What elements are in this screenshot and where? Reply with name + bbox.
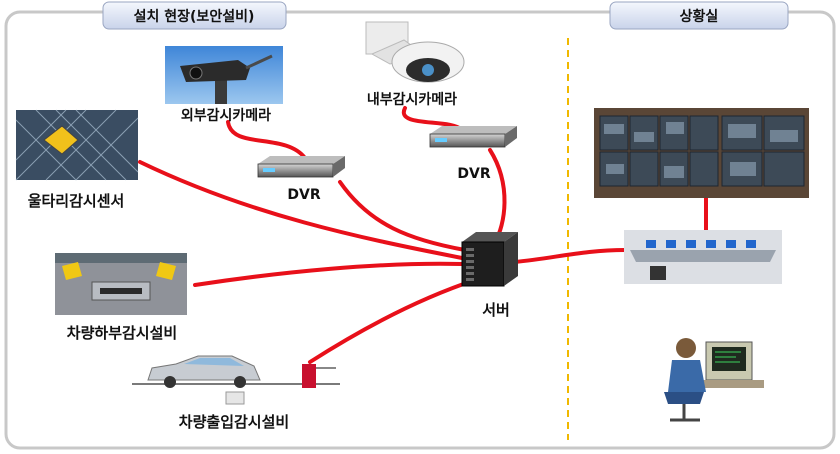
server-label: 서버 xyxy=(482,301,510,319)
tab-control-room: 상황실 xyxy=(609,1,789,30)
outdoor-camera-label: 외부감시카메라 xyxy=(181,107,271,124)
dvr-left-label: DVR xyxy=(287,187,320,203)
vehicle-access-image xyxy=(132,355,340,405)
fence-sensor-label: 울타리감시센서 xyxy=(28,192,125,210)
dvr-right-image xyxy=(429,126,517,148)
tab-installation-site-label: 설치 현장(보안설비) xyxy=(134,8,255,25)
indoor-camera-label: 내부감시카메라 xyxy=(367,91,457,108)
link-fence-server xyxy=(138,160,464,260)
link-undercarriage-server xyxy=(193,261,464,287)
tab-installation-site: 설치 현장(보안설비) xyxy=(102,1,287,30)
outdoor-camera-image xyxy=(165,46,283,104)
control-console-image xyxy=(624,230,782,284)
undercarriage-image xyxy=(55,253,187,315)
tab-control-room-label: 상황실 xyxy=(680,8,719,25)
server-image xyxy=(461,232,518,287)
undercarriage-label: 차량하부감시설비 xyxy=(67,324,177,342)
link-outdoor-camera-dvr xyxy=(226,120,307,160)
vehicle-access-label: 차량출입감시설비 xyxy=(179,413,289,431)
link-dvr-left-server xyxy=(338,180,467,252)
indoor-camera-image xyxy=(365,21,465,83)
dvr-left-image xyxy=(257,156,345,178)
video-wall-image xyxy=(594,108,809,198)
operator-image xyxy=(664,338,764,422)
link-server-console xyxy=(513,248,627,264)
fence-sensor-image xyxy=(15,109,139,181)
link-vehicle-server xyxy=(308,278,477,364)
dvr-right-label: DVR xyxy=(457,166,490,182)
